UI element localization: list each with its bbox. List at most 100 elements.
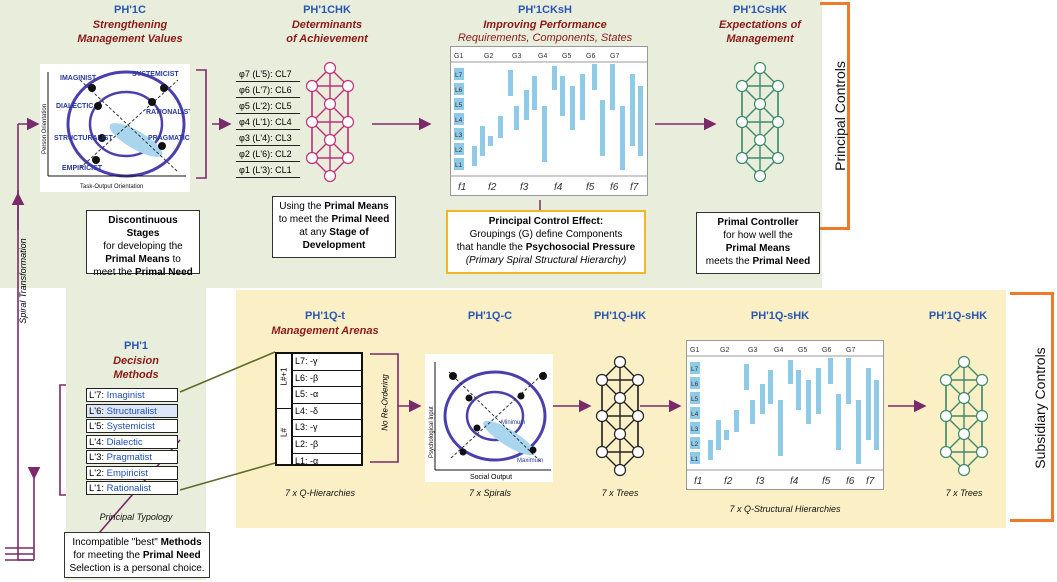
note-incompatible: Incompatible "best" Methods for meeting … bbox=[64, 532, 210, 578]
method-item[interactable]: L'2: Empiricist bbox=[86, 465, 178, 480]
vq-0: IMAGINIST bbox=[60, 75, 97, 82]
tree-node bbox=[323, 61, 337, 75]
bar bbox=[716, 420, 721, 450]
footer-label: f6 bbox=[846, 476, 855, 487]
spiral-transformation-label: Spiral Transformation bbox=[18, 238, 28, 324]
group-label: G6 bbox=[586, 53, 595, 60]
group-label: G7 bbox=[610, 53, 619, 60]
vq-3: RATIONALIST bbox=[146, 109, 190, 116]
bar bbox=[806, 380, 811, 424]
tree-node bbox=[631, 445, 645, 459]
values-y-axis: Person Orientation bbox=[42, 104, 48, 154]
ph1cksh-title: Improving Performance bbox=[483, 19, 607, 31]
bar bbox=[600, 100, 605, 156]
bar bbox=[488, 136, 493, 146]
level-label: L2 bbox=[691, 441, 699, 448]
tree-node bbox=[613, 463, 627, 477]
note-discontinuous: Discontinuous Stages for developing the … bbox=[86, 210, 200, 278]
note-using: Using the Primal Means to meet the Prima… bbox=[272, 196, 396, 258]
footer-label: f4 bbox=[554, 182, 563, 193]
phi-row: φ6 (L'7): CL6 bbox=[236, 82, 300, 98]
tree-node bbox=[305, 115, 319, 129]
bar bbox=[580, 74, 585, 120]
method-item[interactable]: L'7: Imaginist bbox=[86, 388, 178, 402]
method-item[interactable]: L'3: Pragmatist bbox=[86, 450, 178, 464]
method-level: L'7: bbox=[89, 390, 107, 401]
tree-node bbox=[753, 97, 767, 111]
level-label: L4 bbox=[455, 117, 463, 124]
tree-node bbox=[753, 61, 767, 75]
tree-node bbox=[735, 79, 749, 93]
qhk-code: PH'1Q-HK bbox=[593, 310, 647, 322]
method-name: Rationalist bbox=[106, 483, 152, 494]
vq-2: DIALECTIC bbox=[56, 103, 93, 110]
tree-magenta bbox=[305, 61, 355, 183]
bar bbox=[570, 86, 575, 130]
tree-node bbox=[957, 427, 971, 441]
method-item[interactable]: L'5: Systemicist bbox=[86, 419, 178, 433]
group-label: G4 bbox=[538, 53, 547, 60]
tree-node bbox=[631, 373, 645, 387]
method-item[interactable]: L'6: Structuralist bbox=[86, 403, 178, 418]
method-name: Empiricist bbox=[106, 467, 148, 479]
level-label: L4 bbox=[691, 411, 699, 418]
footer-label: f7 bbox=[630, 182, 639, 193]
spiral-chart: Minimum Maximum Psychological Input bbox=[425, 354, 553, 482]
bar bbox=[708, 440, 713, 460]
arena-row: L3: -γ bbox=[293, 420, 361, 437]
level-label: L5 bbox=[691, 396, 699, 403]
tree-node bbox=[771, 151, 785, 165]
level-label: L7 bbox=[691, 366, 699, 373]
bar bbox=[472, 146, 477, 166]
bar bbox=[846, 358, 851, 404]
tree-green-top bbox=[735, 61, 785, 183]
no-reordering-label: No Re-Ordering bbox=[380, 374, 390, 431]
footer-label: f5 bbox=[586, 182, 595, 193]
ph1chk-code: PH'1CHK bbox=[303, 4, 351, 16]
footer-label: f2 bbox=[488, 182, 497, 193]
ph1-title: Decision Methods bbox=[113, 355, 159, 381]
footer-label: f7 bbox=[866, 476, 875, 487]
vq-4: STRUCTURALIST bbox=[54, 135, 113, 142]
tree-node bbox=[595, 445, 609, 459]
tree-node bbox=[323, 133, 337, 147]
footer-label: f5 bbox=[822, 476, 831, 487]
tree-node bbox=[939, 373, 953, 387]
method-item[interactable]: L'4: Dialectic bbox=[86, 434, 178, 449]
values-chart: IMAGINIST SYSTEMICIST DIALECTIC RATIONAL… bbox=[40, 64, 193, 192]
method-level: L'4: bbox=[89, 436, 107, 448]
tree-node bbox=[771, 115, 785, 129]
link-bottom bbox=[179, 462, 276, 491]
spiral-y-axis: Psychological Input bbox=[429, 406, 435, 458]
bar bbox=[610, 64, 615, 110]
bar bbox=[836, 394, 841, 450]
spiral-min: Minimum bbox=[501, 420, 525, 426]
tree-node bbox=[957, 463, 971, 477]
ph1cksh-code: PH'1CKsH bbox=[518, 4, 572, 16]
tree-node bbox=[341, 151, 355, 165]
method-item[interactable]: L'1: Rationalist bbox=[86, 481, 178, 495]
method-level: L'6: bbox=[89, 405, 107, 417]
tree-node bbox=[957, 355, 971, 369]
tree-node bbox=[613, 427, 627, 441]
bar bbox=[542, 106, 547, 162]
principal-bracket bbox=[820, 2, 850, 230]
ph1c-code: PH'1C bbox=[114, 4, 146, 16]
tree-node bbox=[957, 391, 971, 405]
qsh-caption: 7 x Q-Structural Hierarchies bbox=[729, 504, 841, 514]
bar bbox=[560, 76, 565, 116]
method-name: Imaginist bbox=[106, 390, 145, 401]
method-level: L'1: bbox=[89, 483, 107, 494]
bar bbox=[816, 368, 821, 414]
bar bbox=[828, 358, 833, 384]
footer-label: f1 bbox=[458, 182, 466, 193]
tree-node bbox=[613, 391, 627, 405]
method-name: Structuralist bbox=[106, 405, 157, 417]
ph1cshk-code: PH'1CsHK bbox=[733, 4, 787, 16]
ph1-code: PH'1 bbox=[123, 340, 148, 352]
note-primal-controller: Primal Controller for how well the Prima… bbox=[696, 212, 820, 274]
